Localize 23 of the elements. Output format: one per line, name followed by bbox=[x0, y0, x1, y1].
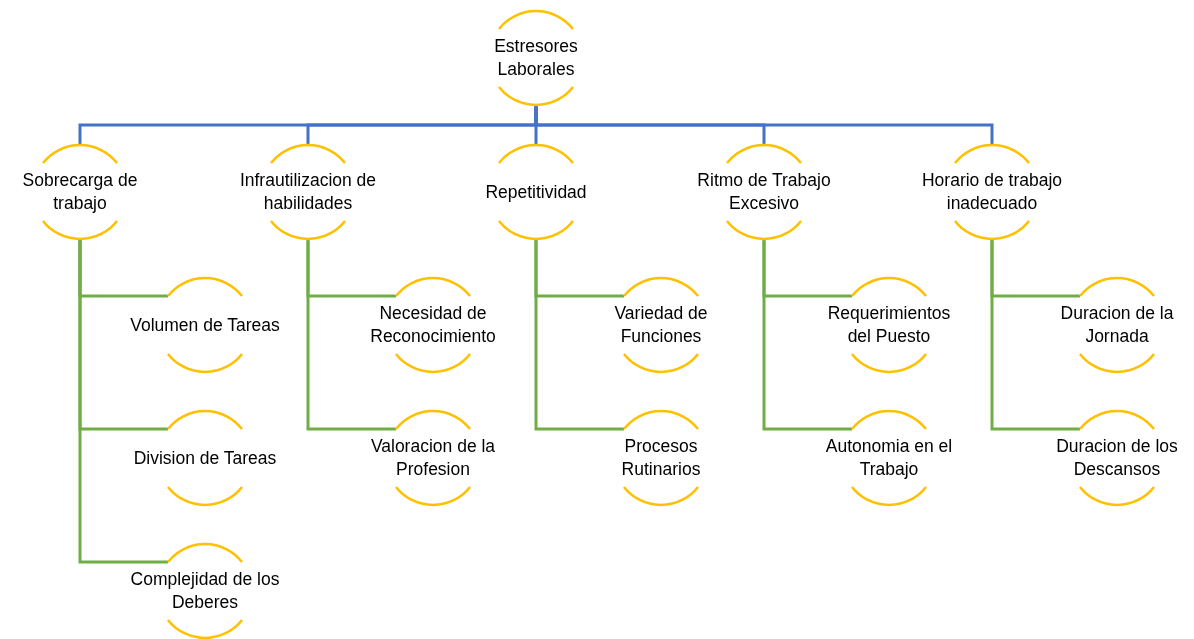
node-label: Complejidad de los Deberes bbox=[130, 568, 280, 614]
connector-line bbox=[534, 105, 994, 145]
node-label: Requerimientos del Puesto bbox=[826, 302, 952, 348]
node-label: Repetitividad bbox=[484, 180, 588, 204]
connector-line bbox=[990, 239, 1080, 431]
node-label: Infrautilizacion de habilidades bbox=[238, 169, 378, 215]
node-label: Variedad de Funciones bbox=[613, 302, 709, 348]
node-label: Autonomia en el Trabajo bbox=[824, 435, 954, 481]
node-label: Procesos Rutinarios bbox=[620, 435, 702, 481]
node-label: Horario de trabajo inadecuado bbox=[920, 169, 1064, 215]
node-label: Sobrecarga de trabajo bbox=[21, 169, 139, 215]
node-label: Valoracion de la Profesion bbox=[369, 435, 497, 481]
node-label: Duracion de los Descansos bbox=[1055, 435, 1179, 481]
node-label: Necesidad de Reconocimiento bbox=[369, 302, 497, 348]
node-label: Volumen de Tareas bbox=[130, 313, 280, 337]
connector-line bbox=[762, 239, 852, 431]
node-label: Ritmo de Trabajo Excesivo bbox=[696, 169, 832, 215]
node-label: Estresores Laborales bbox=[493, 35, 579, 81]
node-label: Duracion de la Jornada bbox=[1059, 302, 1175, 348]
connector-line bbox=[306, 239, 396, 431]
connector-line bbox=[78, 239, 168, 564]
connector-line bbox=[534, 239, 624, 431]
node-label: Division de Tareas bbox=[132, 446, 278, 470]
